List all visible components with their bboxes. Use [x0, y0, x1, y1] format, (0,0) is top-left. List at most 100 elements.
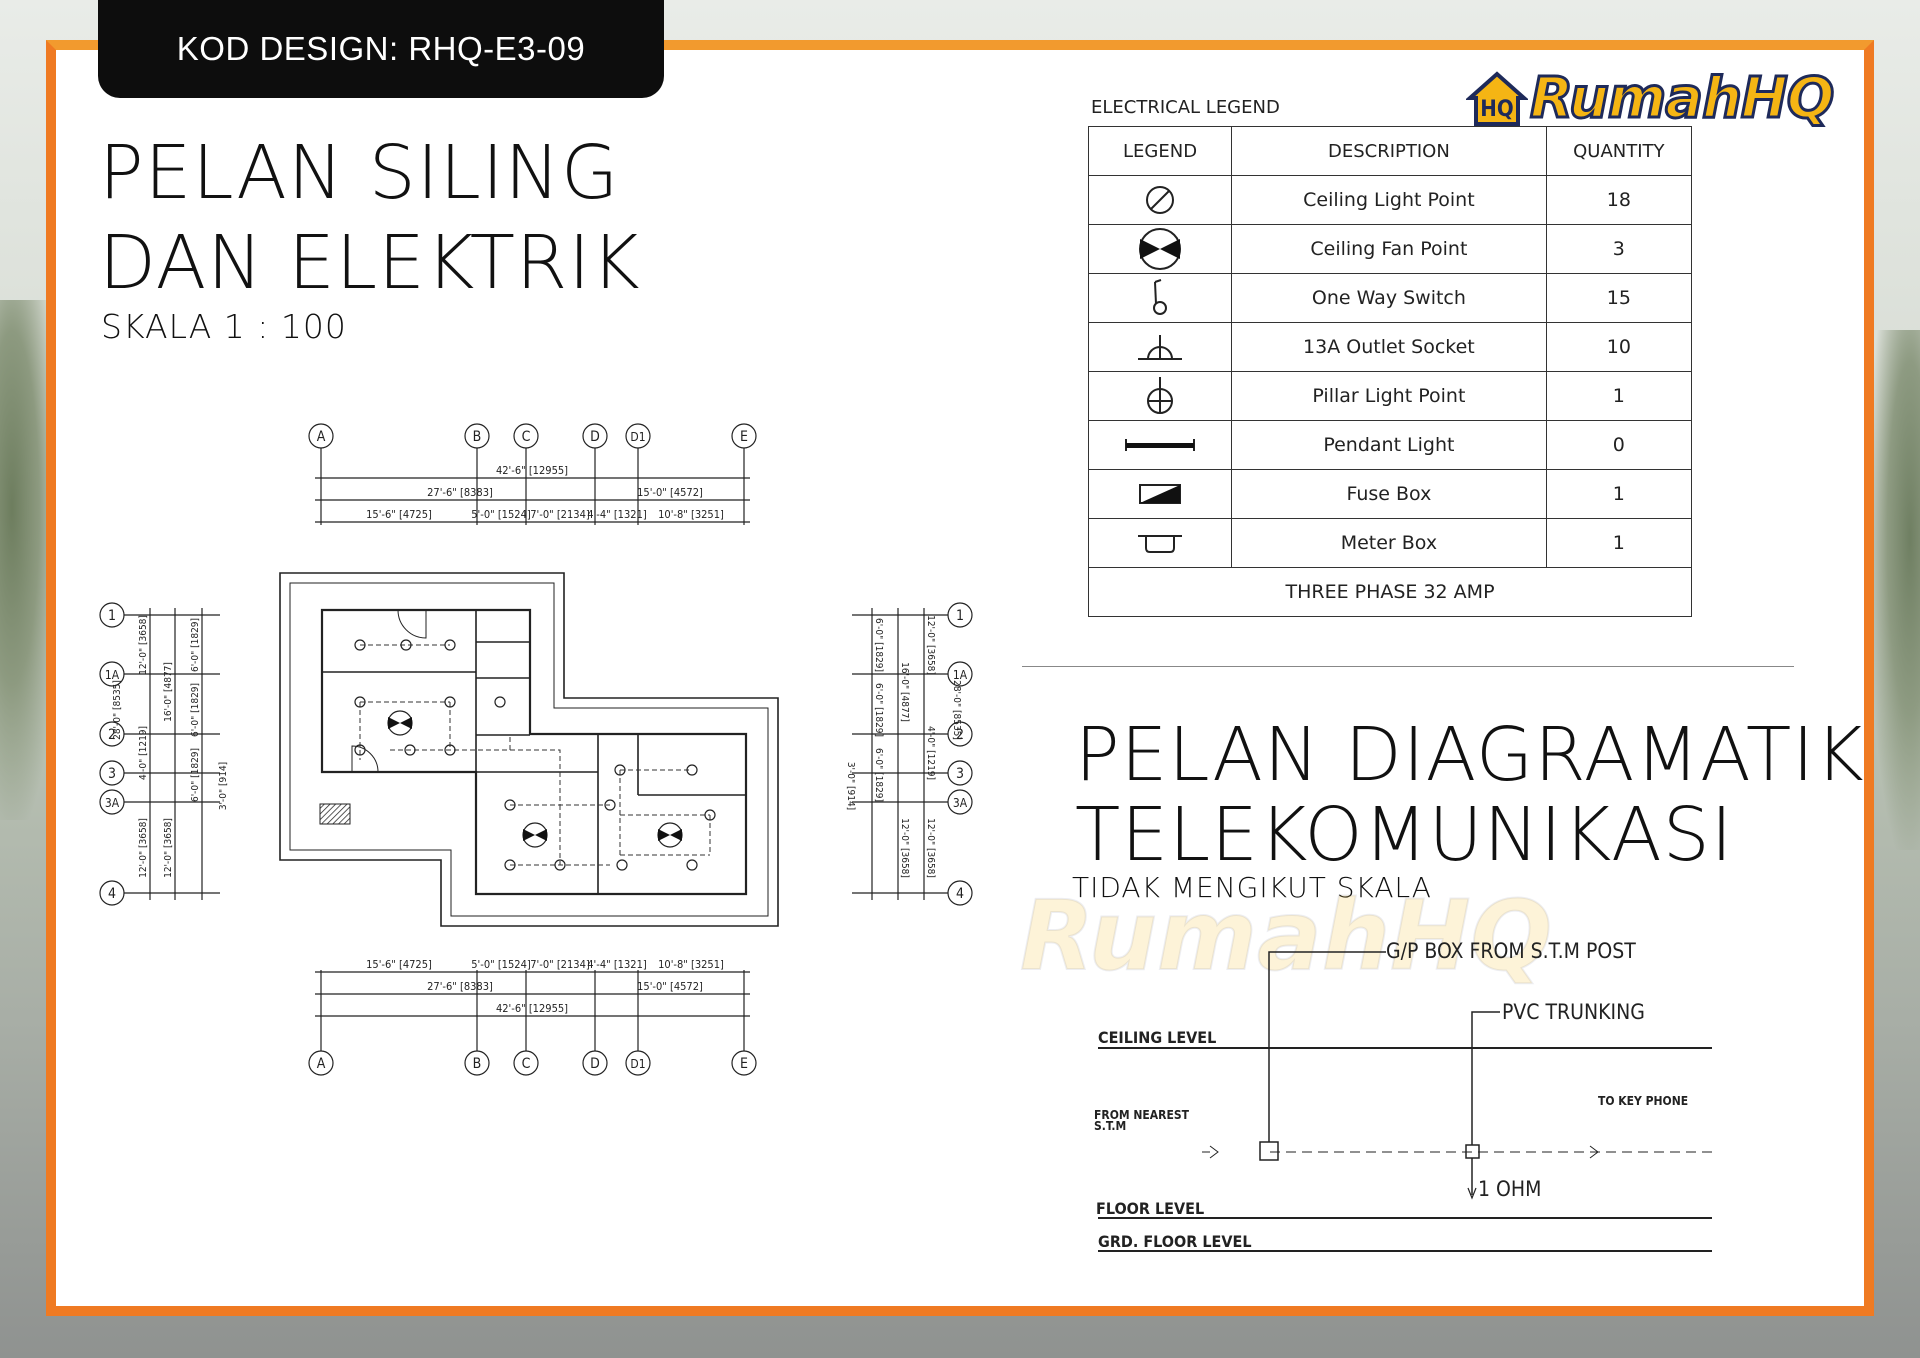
- grd-floor-level-label: GRD. FLOOR LEVEL: [1098, 1232, 1251, 1251]
- dim-seg-3-top: 7'-0" [2134]: [530, 508, 590, 521]
- wiring-lines: [359, 644, 711, 866]
- dim-vert-rightside-part-1: 6'-0" [1829]: [873, 618, 884, 672]
- grid-label-e-bottom: E: [740, 1056, 748, 1072]
- dim-seg-2-top: 5'-0" [1524]: [471, 508, 531, 521]
- dim-vert-left-2: 4'-0" [1219]: [138, 726, 149, 780]
- telecom-title-line2: TELEKOMUNIKASI: [1075, 792, 1734, 878]
- legend-quantity: 1: [1545, 469, 1693, 519]
- dim-vert-rightside-part-2: 6'-0" [1829]: [873, 683, 884, 737]
- ceiling-fan-icon: [1087, 224, 1233, 274]
- design-code-label: KOD DESIGN: RHQ-E3-09: [176, 30, 586, 67]
- legend-quantity: 15: [1545, 273, 1693, 323]
- table-row: Pendant Light 0: [1087, 420, 1693, 470]
- legend-quantity: 0: [1545, 420, 1693, 470]
- dim-seg-4-bottom: 4'-4" [1321]: [587, 958, 647, 971]
- legend-header-legend: LEGEND: [1087, 126, 1233, 176]
- pillar-light-icon: [1087, 371, 1233, 421]
- grid-bubbles-left: [99, 602, 220, 906]
- legend-description: Meter Box: [1231, 518, 1547, 568]
- table-row: Meter Box 1: [1087, 518, 1693, 568]
- dim-vert-right-1: 12'-0" [3658]: [925, 615, 936, 675]
- dim-overall-bottom: 42'-6" [12955]: [496, 1002, 568, 1015]
- grid-label-d: D: [590, 429, 600, 445]
- legend-description: Ceiling Light Point: [1231, 175, 1547, 225]
- svg-text:HQ: HQ: [1480, 97, 1513, 122]
- electrical-legend-table: LEGEND DESCRIPTION QUANTITY Ceiling Ligh…: [1087, 126, 1693, 617]
- dim-mid-right-top: 15'-0" [4572]: [637, 486, 703, 499]
- dim-vert-right-part-2: 6'-0" [1829]: [190, 683, 201, 737]
- table-row: Pillar Light Point 1: [1087, 371, 1693, 421]
- dim-vert-midleft-1: 16'-0" [4877]: [163, 662, 174, 722]
- rumahhq-logo: HQ RumahHQ: [1466, 65, 1856, 133]
- grid-bubbles-bottom: [308, 970, 757, 1076]
- floor-level-label: FLOOR LEVEL: [1096, 1199, 1204, 1218]
- section-divider: [1022, 666, 1794, 667]
- ceiling-plan-title-line1: PELAN SILING: [99, 130, 620, 216]
- grid-label-1a: 1A: [105, 668, 120, 682]
- dim-vert-right-total: 28'-0" [8535]: [951, 680, 962, 740]
- one-ohm-label: 1 OHM: [1478, 1177, 1541, 1201]
- grid-label-e: E: [740, 429, 748, 445]
- floor-plan-outline: [279, 572, 779, 927]
- table-row: Ceiling Fan Point 3: [1087, 224, 1693, 274]
- dim-seg-5-top: 10'-8" [3251]: [658, 508, 724, 521]
- ceiling-level-label: CEILING LEVEL: [1098, 1028, 1216, 1047]
- dim-vert-rightside-part-3: 6'-0" [1829]: [873, 748, 884, 802]
- legend-quantity: 18: [1545, 175, 1693, 225]
- brand-name: RumahHQ: [1528, 65, 1835, 133]
- dim-vert-left-3: 12'-0" [3658]: [138, 818, 149, 878]
- grid-label-1: 1: [108, 608, 116, 624]
- dim-vert-midright-1: 16'-0" [4877]: [899, 662, 910, 722]
- dim-seg-2-bottom: 5'-0" [1524]: [471, 958, 531, 971]
- to-key-phone-label: TO KEY PHONE: [1598, 1094, 1688, 1108]
- grid-label-d1-bottom: D1: [630, 1057, 645, 1071]
- grid-label-d-bottom: D: [590, 1056, 600, 1072]
- dim-vert-right-3: 12'-0" [3658]: [925, 818, 936, 878]
- meter-box-icon: [1087, 518, 1233, 568]
- dim-mid-left-top: 27'-6" [8383]: [427, 486, 493, 499]
- outlet-socket-icon: [1087, 322, 1233, 372]
- grid-label-d1: D1: [630, 430, 645, 444]
- dim-vert-left-1: 12'-0" [3658]: [138, 615, 149, 675]
- grid-label-3a-right: 3A: [953, 796, 968, 810]
- dim-vert-right-part-3: 6'-0" [1829]: [190, 748, 201, 802]
- dim-vert-small-right: 3'-0" [914]: [845, 762, 856, 810]
- legend-footer-row: THREE PHASE 32 AMP: [1088, 567, 1692, 617]
- dim-seg-1-top: 15'-6" [4725]: [366, 508, 432, 521]
- grid-label-1-right: 1: [956, 608, 964, 624]
- background-trees-right: [1870, 330, 1920, 850]
- legend-description: One Way Switch: [1231, 273, 1547, 323]
- pvc-trunking-label: PVC TRUNKING: [1502, 1000, 1645, 1024]
- table-row: Ceiling Light Point 18: [1087, 175, 1693, 225]
- table-row: Fuse Box 1: [1087, 469, 1693, 519]
- grid-label-c: C: [522, 429, 531, 445]
- telecom-diagram: G/P BOX FROM S.T.M POST PVC TRUNKING CEI…: [1094, 939, 1712, 1252]
- legend-description: 13A Outlet Socket: [1231, 322, 1547, 372]
- grid-label-a: A: [317, 429, 326, 445]
- grid-label-b: B: [473, 429, 482, 445]
- fuse-box-icon: [1087, 469, 1233, 519]
- one-way-switch-icon: [1087, 273, 1233, 323]
- dim-vert-right-2: 4'-0" [1219]: [925, 726, 936, 780]
- grid-label-3-right: 3: [956, 766, 964, 782]
- legend-caption: ELECTRICAL LEGEND: [1091, 97, 1280, 118]
- dim-overall-top: 42'-6" [12955]: [496, 464, 568, 477]
- legend-description: Fuse Box: [1231, 469, 1547, 519]
- grid-label-3a: 3A: [105, 796, 120, 810]
- grid-label-2-right: 2: [956, 727, 964, 743]
- grid-bubbles-top: [308, 423, 757, 525]
- legend-quantity: 10: [1545, 322, 1693, 372]
- dim-seg-4-top: 4'-4" [1321]: [587, 508, 647, 521]
- ceiling-fan-points: [387, 710, 683, 848]
- grid-label-c-bottom: C: [522, 1056, 531, 1072]
- ceiling-plan-title-line2: DAN ELEKTRIK: [99, 220, 641, 306]
- telecom-subtitle: TIDAK MENGIKUT SKALA: [1072, 871, 1432, 904]
- legend-header-quantity: QUANTITY: [1545, 126, 1693, 176]
- design-code-tab: KOD DESIGN: RHQ-E3-09: [98, 0, 664, 98]
- dim-seg-1-bottom: 15'-6" [4725]: [366, 958, 432, 971]
- dim-vert-left-total: 28'-0" [8535]: [112, 680, 123, 740]
- legend-description: Ceiling Fan Point: [1231, 224, 1547, 274]
- ceiling-plan-scale: SKALA 1 : 100: [101, 307, 347, 346]
- grid-label-a-bottom: A: [317, 1056, 326, 1072]
- grid-label-4: 4: [108, 886, 116, 902]
